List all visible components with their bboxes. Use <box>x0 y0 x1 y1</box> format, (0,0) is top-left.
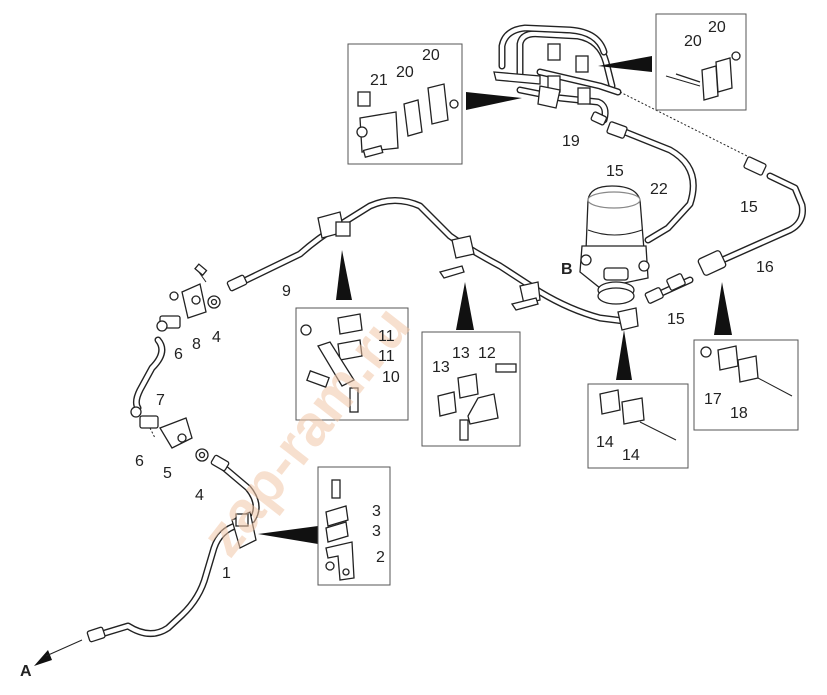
detail-box-20-21-left <box>347 43 463 165</box>
callout-label-17: 17 <box>704 391 722 408</box>
callout-label-15: 15 <box>667 311 685 328</box>
callout-label-4: 4 <box>195 487 204 504</box>
detail-box-14 <box>587 383 689 469</box>
callout-label-3: 3 <box>372 503 381 520</box>
callout-label-21: 21 <box>370 72 388 89</box>
callout-label-8: 8 <box>192 336 201 353</box>
callout-label-13: 13 <box>432 359 450 376</box>
callout-label-10: 10 <box>382 369 400 386</box>
callout-label-16: 16 <box>756 259 774 276</box>
callout-label-20: 20 <box>422 47 440 64</box>
detail-box-17-18 <box>693 339 799 431</box>
fittings <box>86 43 767 643</box>
callout-label-9: 9 <box>282 283 291 300</box>
callout-label-3: 3 <box>372 523 381 540</box>
callout-label-14: 14 <box>622 447 640 464</box>
callout-label-20: 20 <box>396 64 414 81</box>
callout-label-A: A <box>20 663 32 680</box>
detail-box-20-right <box>655 13 747 111</box>
callout-label-4: 4 <box>212 329 221 346</box>
callout-label-18: 18 <box>730 405 748 422</box>
callout-label-7: 7 <box>156 392 165 409</box>
callout-label-19: 19 <box>562 133 580 150</box>
part-number-labels: 1 2 3 3 4 4 5 6 6 7 8 9 10 11 11 12 13 1… <box>20 19 774 680</box>
callout-label-B: B <box>561 261 573 278</box>
callout-label-22: 22 <box>650 181 668 198</box>
callout-label-11: 11 <box>378 348 395 365</box>
callout-label-13: 13 <box>452 345 470 362</box>
callout-label-6: 6 <box>135 453 144 470</box>
callout-label-20: 20 <box>708 19 726 36</box>
callout-label-20: 20 <box>684 33 702 50</box>
callout-label-15: 15 <box>740 199 758 216</box>
detail-box-10-11 <box>295 307 409 421</box>
callout-label-15: 15 <box>606 163 624 180</box>
callout-label-11: 11 <box>378 328 395 345</box>
callout-pointers <box>34 56 732 666</box>
air-dryer <box>579 185 650 305</box>
callout-label-6: 6 <box>174 346 183 363</box>
callout-label-12: 12 <box>478 345 496 362</box>
callout-label-1: 1 <box>222 565 231 582</box>
detail-box-2-3 <box>317 466 391 586</box>
detail-box-12-13 <box>421 331 521 447</box>
callout-label-2: 2 <box>376 549 385 566</box>
callout-label-5: 5 <box>163 465 172 482</box>
callout-label-14: 14 <box>596 434 614 451</box>
